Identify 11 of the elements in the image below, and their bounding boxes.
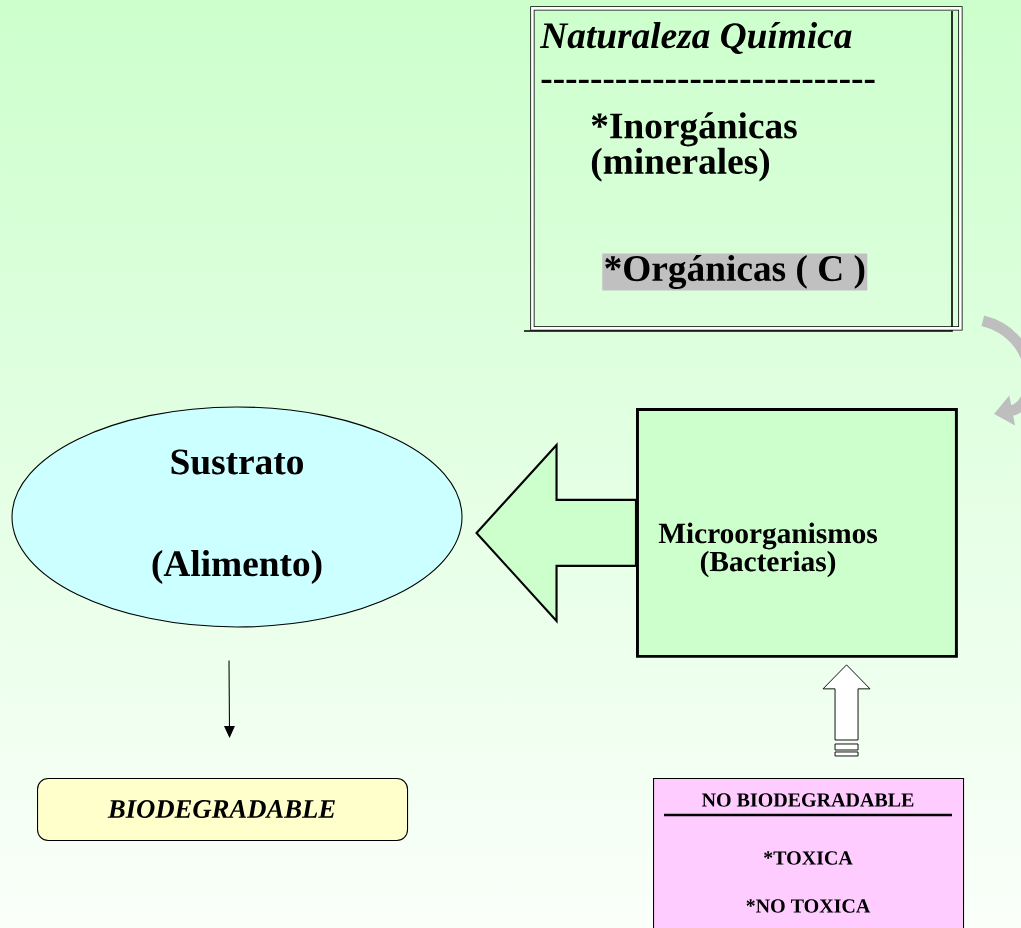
node-text: Sustrato [171,449,303,475]
node-text: *NO TOXICA [746,899,871,913]
curved-arrow [981,315,1021,426]
arrow [224,660,235,738]
node-text: NO BIODEGRADABLE [702,793,914,807]
node-text: Microorganismos (Bacterias) [658,522,878,578]
hollow-arrow [822,664,871,757]
node-text: BIODEGRADABLE [107,800,335,818]
node-text: *TOXICA [764,851,853,865]
block-arrow [475,442,638,624]
node-text: (Alimento) [152,550,322,584]
